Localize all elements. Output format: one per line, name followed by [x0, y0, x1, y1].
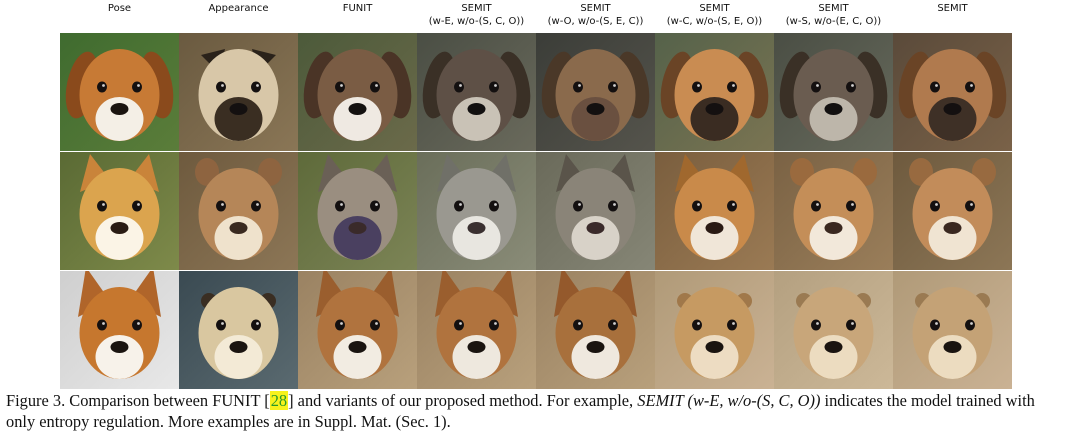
caption-text: indicates the model trained with only en…	[6, 391, 1035, 431]
animal-photo-r1-c4	[417, 33, 536, 151]
animal-photo-r1-c6	[655, 33, 774, 151]
animal-photo-r1-c8	[893, 33, 1012, 151]
col-header-semit: SEMIT	[893, 2, 1012, 15]
col-header-sublabel: (w-C, w/o-(S, E, O))	[666, 16, 763, 27]
animal-face-image	[655, 33, 774, 151]
animal-face-image	[60, 152, 179, 270]
caption-text: Figure 3. Comparison between FUNIT [	[6, 391, 270, 410]
animal-photo-r1-c2	[179, 33, 298, 151]
col-header-label: Pose	[107, 3, 132, 14]
animal-photo-r2-c4	[417, 152, 536, 270]
animal-face-image	[60, 271, 179, 389]
animal-photo-r1-c1	[60, 33, 179, 151]
col-header-semit-wo: SEMIT (w-O, w/o-(S, E, C))	[536, 2, 655, 28]
animal-face-image	[536, 152, 655, 270]
animal-face-image	[179, 33, 298, 151]
animal-face-image	[417, 33, 536, 151]
animal-face-image	[893, 271, 1012, 389]
animal-face-image	[774, 152, 893, 270]
col-header-funit: FUNIT	[298, 2, 417, 15]
col-header-label: SEMIT	[461, 3, 492, 14]
col-header-semit-ws: SEMIT (w-S, w/o-(E, C, O))	[774, 2, 893, 28]
animal-face-image	[298, 271, 417, 389]
col-header-appearance: Appearance	[179, 2, 298, 15]
animal-face-image	[417, 271, 536, 389]
animal-face-image	[893, 152, 1012, 270]
caption-text: ] and variants of our proposed method. F…	[288, 391, 638, 410]
animal-photo-r1-c3	[298, 33, 417, 151]
col-header-pose: Pose	[60, 2, 179, 15]
animal-photo-r3-c6	[655, 271, 774, 389]
col-header-sublabel: (w-O, w/o-(S, E, C))	[547, 16, 644, 27]
animal-face-image	[655, 152, 774, 270]
animal-face-image	[298, 152, 417, 270]
animal-face-image	[298, 33, 417, 151]
animal-face-image	[774, 33, 893, 151]
col-header-semit-we: SEMIT (w-E, w/o-(S, C, O))	[417, 2, 536, 28]
col-header-label: FUNIT	[342, 3, 373, 14]
animal-face-image	[417, 152, 536, 270]
animal-face-image	[179, 152, 298, 270]
animal-face-image	[774, 271, 893, 389]
col-header-label: SEMIT	[580, 3, 611, 14]
animal-photo-r1-c5	[536, 33, 655, 151]
animal-photo-r3-c5	[536, 271, 655, 389]
animal-photo-r3-c1	[60, 271, 179, 389]
animal-photo-r1-c7	[774, 33, 893, 151]
citation-link[interactable]: 28	[269, 391, 289, 410]
animal-face-image	[536, 271, 655, 389]
col-header-label: SEMIT	[699, 3, 730, 14]
animal-photo-r2-c6	[655, 152, 774, 270]
animal-photo-r2-c8	[893, 152, 1012, 270]
animal-photo-r2-c3	[298, 152, 417, 270]
animal-photo-r3-c4	[417, 271, 536, 389]
animal-face-image	[60, 33, 179, 151]
animal-photo-r3-c8	[893, 271, 1012, 389]
animal-photo-r2-c1	[60, 152, 179, 270]
animal-face-image	[893, 33, 1012, 151]
animal-photo-r3-c2	[179, 271, 298, 389]
caption-italic-text: SEMIT (w-E, w/o-(S, C, O))	[637, 391, 821, 410]
animal-face-image	[655, 271, 774, 389]
col-header-sublabel: (w-S, w/o-(E, C, O))	[785, 16, 882, 27]
col-header-sublabel: (w-E, w/o-(S, C, O))	[428, 16, 525, 27]
animal-photo-r2-c2	[179, 152, 298, 270]
animal-face-image	[179, 271, 298, 389]
column-headers: Pose Appearance FUNIT SEMIT (w-E, w/o-(S…	[60, 2, 1012, 32]
animal-photo-r3-c3	[298, 271, 417, 389]
col-header-label: Appearance	[208, 3, 269, 14]
col-header-label: SEMIT	[937, 3, 968, 14]
col-header-label: SEMIT	[818, 3, 849, 14]
animal-face-image	[536, 33, 655, 151]
figure-caption: Figure 3. Comparison between FUNIT [28] …	[6, 390, 1066, 432]
animal-photo-r3-c7	[774, 271, 893, 389]
animal-photo-r2-c7	[774, 152, 893, 270]
col-header-semit-wc: SEMIT (w-C, w/o-(S, E, O))	[655, 2, 774, 28]
animal-photo-r2-c5	[536, 152, 655, 270]
image-grid	[60, 33, 1012, 389]
